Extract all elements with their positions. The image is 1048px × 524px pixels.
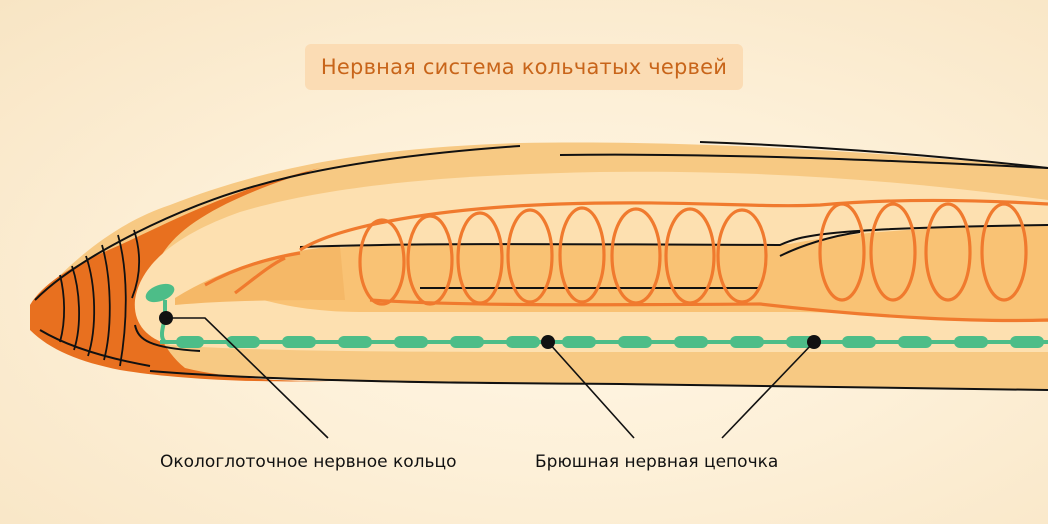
blood-vessel-coil bbox=[204, 198, 1048, 323]
callout-chain-2 bbox=[721, 335, 821, 439]
ventral-nerve-cord bbox=[160, 336, 1048, 348]
callout-ring bbox=[159, 311, 329, 439]
diagram-title: Нервная система кольчатых червей bbox=[320, 55, 728, 79]
label-pharyngeal-ring: Окологлоточное нервное кольцо bbox=[160, 452, 457, 472]
head-sheath bbox=[30, 168, 330, 382]
head-segments bbox=[59, 229, 140, 367]
gut-tube bbox=[230, 226, 1048, 322]
title-badge: Нервная система кольчатых червей bbox=[305, 44, 743, 90]
callout-chain-1 bbox=[541, 335, 635, 439]
label-ventral-chain: Брюшная нервная цепочка bbox=[535, 452, 779, 472]
